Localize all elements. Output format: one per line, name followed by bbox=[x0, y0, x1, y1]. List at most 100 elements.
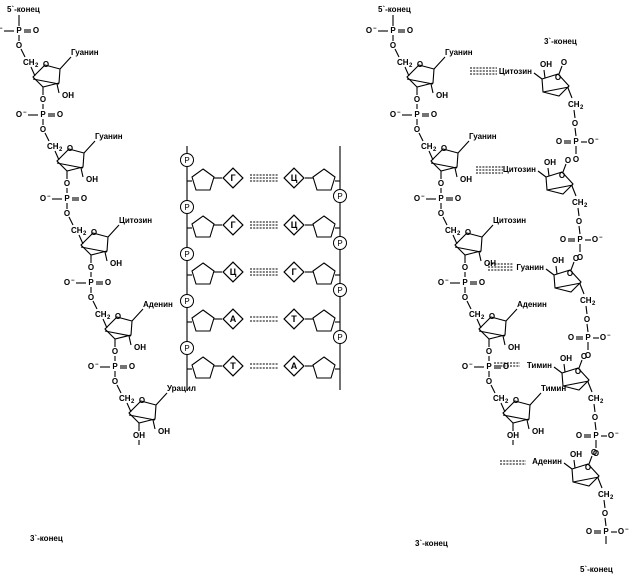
bond bbox=[563, 462, 573, 470]
thick bbox=[104, 330, 132, 337]
bond bbox=[107, 224, 120, 238]
ring-oxygen-label: O bbox=[513, 396, 519, 405]
phosphorus-label: P bbox=[414, 110, 420, 119]
ch2-subscript: 2 bbox=[35, 63, 39, 69]
oxygen-label: O bbox=[16, 41, 22, 50]
ring-oxygen-label: O bbox=[465, 228, 471, 237]
bond bbox=[573, 109, 576, 119]
base-name-label: Урацил bbox=[167, 384, 196, 393]
bond bbox=[457, 140, 470, 154]
bond bbox=[430, 83, 434, 94]
oxygen-label: O bbox=[462, 293, 468, 302]
base-name-label: Цитозин bbox=[499, 67, 532, 76]
phosphate-label: P bbox=[184, 297, 189, 306]
bond bbox=[478, 251, 482, 262]
ring-oxygen-label: O bbox=[67, 144, 73, 153]
ch2-subscript: 2 bbox=[600, 399, 604, 405]
ladder-rung: P Ц Г P bbox=[180, 247, 347, 297]
oxygen-label: O bbox=[431, 110, 437, 119]
thick bbox=[32, 78, 60, 85]
thick bbox=[56, 162, 84, 169]
bond bbox=[452, 234, 458, 245]
phosphate-group: PO−O bbox=[0, 26, 39, 35]
ring-oxygen-label: O bbox=[91, 228, 97, 237]
bond bbox=[476, 318, 482, 329]
base-diamond bbox=[283, 355, 305, 377]
phosphate-circle bbox=[180, 200, 194, 214]
hydroxyl-label: OH bbox=[560, 354, 572, 363]
phosphate-group: PO−O bbox=[40, 194, 87, 203]
oxygen-label: O bbox=[572, 119, 578, 128]
ch2-subscript: 2 bbox=[409, 63, 413, 69]
bond bbox=[587, 381, 593, 393]
ring-oxygen-label: O bbox=[417, 60, 423, 69]
ch2-label: CH bbox=[445, 226, 457, 235]
base-diamond bbox=[222, 261, 244, 283]
phosphate-group: PO−O bbox=[390, 110, 437, 119]
ch2-label: CH bbox=[397, 58, 409, 67]
oxygen-label: O bbox=[64, 278, 70, 287]
bond bbox=[562, 163, 567, 173]
hydroxyl-label: OH bbox=[540, 60, 552, 69]
bond bbox=[505, 308, 518, 322]
bond bbox=[597, 477, 603, 489]
phosphate-label: P bbox=[184, 156, 189, 165]
minus-charge: − bbox=[421, 194, 425, 200]
phosphorus-label: P bbox=[438, 194, 444, 203]
thick bbox=[562, 380, 590, 387]
ch2-label: CH bbox=[469, 310, 481, 319]
bond bbox=[78, 234, 84, 245]
hydroxyl-label: OH bbox=[544, 158, 556, 167]
phosphate-group: PO−O bbox=[414, 194, 461, 203]
base-name-label: Тимин bbox=[527, 361, 552, 370]
hydroxyl-label: OH bbox=[484, 259, 496, 268]
ring-oxygen-label: O bbox=[567, 269, 573, 278]
oxygen-label: O bbox=[581, 352, 587, 361]
oxygen-label: O bbox=[584, 315, 590, 324]
sugar-pentagon bbox=[191, 309, 215, 332]
phosphorus-label: P bbox=[462, 278, 468, 287]
left-base-label: Г bbox=[230, 220, 235, 230]
phosphorus-label: P bbox=[603, 527, 609, 536]
oxygen-label: O bbox=[366, 26, 372, 35]
base-name-label: Цитозин bbox=[493, 216, 526, 225]
thick bbox=[454, 246, 482, 253]
oxygen-label: O bbox=[573, 254, 579, 263]
sugar-pentagon bbox=[312, 356, 336, 379]
oxygen-label: O bbox=[602, 509, 608, 518]
oxygen-label: O bbox=[600, 333, 606, 342]
ring-oxygen-label: O bbox=[441, 144, 447, 153]
bond bbox=[418, 132, 424, 142]
thick bbox=[502, 414, 530, 421]
bond bbox=[92, 300, 98, 310]
ring-oxygen-label: O bbox=[575, 367, 581, 376]
ch2-subscript: 2 bbox=[481, 315, 485, 321]
ribose-ring bbox=[541, 73, 570, 97]
phosphorus-label: P bbox=[390, 26, 396, 35]
phosphate-circle bbox=[180, 294, 194, 308]
hydroxyl-label: OH bbox=[158, 427, 170, 436]
oxygen-label: O bbox=[556, 137, 562, 146]
bond bbox=[526, 419, 530, 430]
oxygen-label: O bbox=[414, 125, 420, 134]
ch2-subscript: 2 bbox=[505, 399, 509, 405]
oxygen-label: O bbox=[593, 449, 599, 458]
bond bbox=[543, 69, 546, 79]
hydroxyl-label: OH bbox=[508, 343, 520, 352]
phosphate-group: PO−O bbox=[366, 26, 413, 35]
bond bbox=[454, 167, 458, 178]
ch2-subscript: 2 bbox=[592, 301, 596, 307]
oxygen-label: O bbox=[592, 413, 598, 422]
ladder-rung: P Г Ц P bbox=[180, 200, 347, 250]
